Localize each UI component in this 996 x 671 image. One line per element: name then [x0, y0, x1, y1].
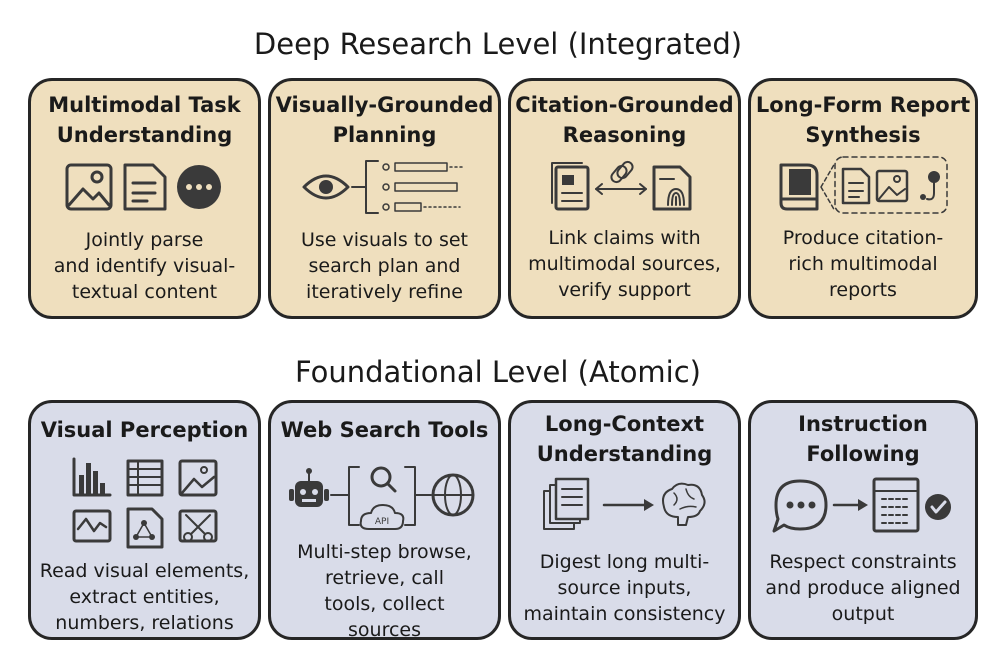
link-icon [594, 160, 647, 195]
card-title: Instruction Following [798, 412, 928, 466]
card-long-form-report-synthesis: Long-Form Report Synthesis [748, 78, 978, 319]
card-citation-grounded-reasoning: Citation-Grounded Reasoning [508, 78, 741, 319]
chat-bubble-icon [176, 165, 221, 209]
card-web-search-tools: Web Search Tools API [268, 400, 501, 641]
card-multimodal-task-understanding: Multimodal Task Understanding Jointly pa… [28, 78, 261, 319]
checklist-icon [872, 477, 920, 533]
icon-row [31, 161, 258, 215]
card-description: Jointly parse and identify visual- textu… [53, 229, 236, 303]
icon-row: API [271, 459, 498, 535]
graph-doc-icon [126, 507, 163, 549]
card-title: Long-Form Report Synthesis [755, 93, 971, 147]
api-label: API [374, 517, 388, 527]
card-title: Web Search Tools [280, 418, 489, 442]
card-visually-grounded-planning: Visually-Grounded Planning Use visuals t… [268, 78, 501, 319]
table-icon [126, 459, 163, 497]
check-icon [925, 494, 951, 520]
icon-row [751, 475, 975, 535]
card-description: Read visual elements, extract entities, … [39, 560, 250, 634]
card-description: Multi-step browse, retrieve, call tools,… [297, 541, 472, 641]
documents-icon [542, 477, 589, 530]
document-icon [550, 162, 589, 211]
chat-bubble-icon [772, 479, 828, 533]
card-title: Long-Context Understanding [536, 412, 713, 466]
card-title: Visual Perception [40, 418, 249, 442]
card-title: Citation-Grounded Reasoning [515, 93, 734, 147]
card-instruction-following: Instruction Following [748, 400, 978, 640]
icon-row [511, 477, 738, 533]
fingerprint-doc-icon [652, 165, 691, 211]
arrow-icon [602, 499, 654, 511]
card-description: Produce citation- rich multimodal report… [782, 227, 944, 301]
robot-icon [288, 468, 329, 507]
bar-chart-icon [72, 457, 111, 497]
deep-research-title: Deep Research Level (Integrated) [253, 27, 743, 61]
card-description: Link claims with multimodal sources, ver… [528, 227, 721, 301]
icon-row [271, 155, 498, 219]
document-icon [123, 163, 166, 211]
eye-icon [302, 174, 349, 200]
book-icon [779, 163, 819, 211]
image-icon [178, 459, 217, 497]
image-icon [875, 169, 909, 203]
card-description: Digest long multi- source inputs, mainta… [523, 551, 726, 625]
icon-row [511, 159, 738, 213]
audio-icon [920, 171, 940, 201]
scissors-icon [178, 509, 217, 543]
foundational-title: Foundational Level (Atomic) [294, 355, 701, 389]
search-icon [370, 466, 396, 493]
card-visual-perception: Visual Perception [28, 400, 261, 640]
card-title: Visually-Grounded Planning [275, 93, 494, 147]
icon-row [31, 457, 258, 549]
image-icon [65, 163, 112, 211]
icon-row [751, 153, 975, 217]
plan-list-icon [350, 160, 463, 214]
card-description: Use visuals to set search plan and itera… [300, 229, 468, 303]
arrow-icon [832, 499, 868, 511]
card-title: Multimodal Task Understanding [48, 93, 241, 147]
api-cloud-icon: API [359, 504, 404, 530]
card-long-context-understanding: Long-Context Understanding Digest long m… [508, 400, 741, 640]
brain-icon [661, 482, 706, 526]
card-description: Respect constraints and produce aligned … [765, 551, 961, 625]
globe-icon [431, 473, 474, 517]
line-chart-icon [72, 509, 111, 543]
document-icon [841, 167, 871, 205]
